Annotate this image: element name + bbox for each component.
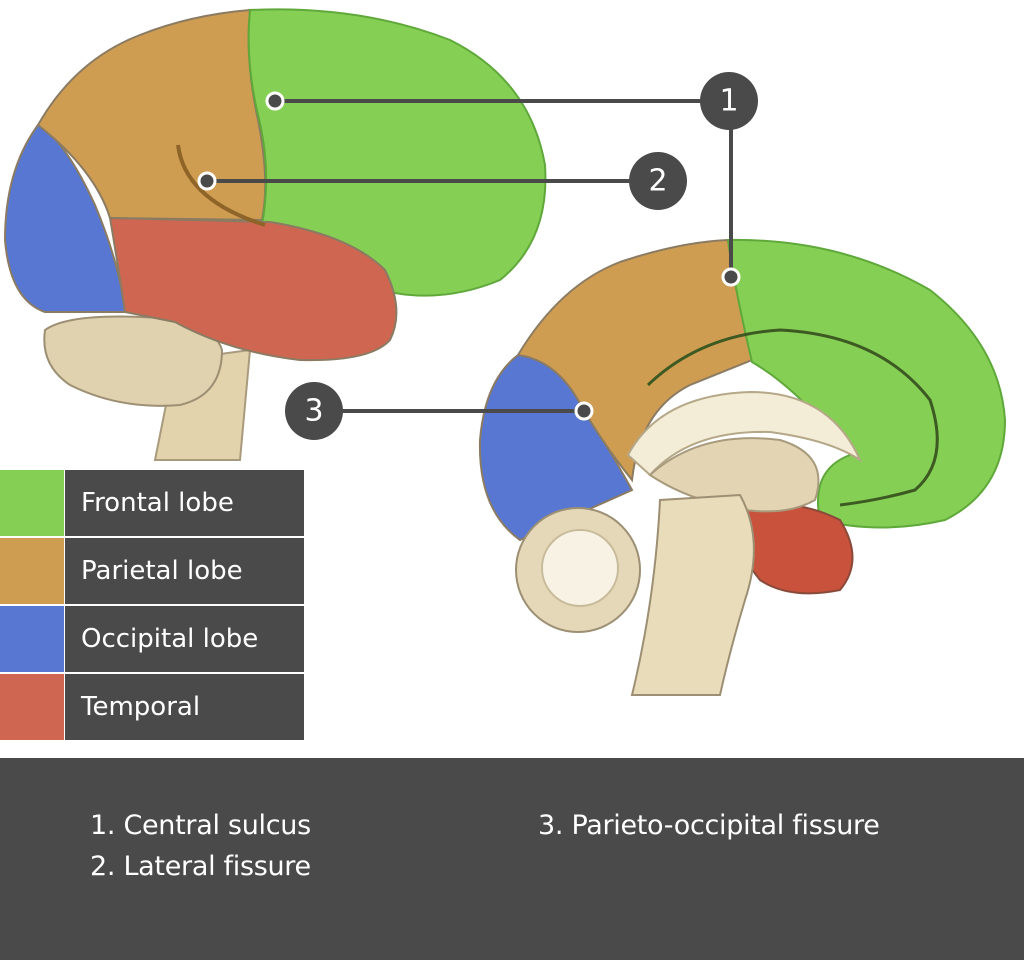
answer-key-item-1: 1. Central sulcus: [90, 810, 311, 841]
legend-item-frontal: Frontal lobe: [0, 470, 304, 536]
lateral-temporal-lobe: [108, 216, 398, 362]
legend-label: Parietal lobe: [64, 538, 304, 604]
brain-diagram: 1 2 3: [3, 8, 1007, 696]
callout-3: 3: [285, 382, 594, 440]
medial-brain-view: [478, 238, 1007, 696]
occipital-swatch: [0, 606, 64, 672]
callout-1: 1: [265, 72, 758, 287]
callout-3-anchor: [574, 401, 594, 421]
answer-key-item-2: 2. Lateral fissure: [90, 851, 311, 882]
corpus-callosum: [626, 390, 863, 477]
callout-1-anchor-lateral: [265, 91, 285, 111]
legend-label: Frontal lobe: [64, 470, 304, 536]
callout-2-number: 2: [648, 164, 667, 199]
lateral-occipital-lobe: [3, 123, 127, 313]
lateral-fissure-groove: [176, 144, 266, 227]
answer-key-item-3: 3. Parieto-occipital fissure: [538, 810, 880, 841]
frontal-swatch: [0, 470, 64, 536]
answer-key-panel: 1. Central sulcus 2. Lateral fissure 3. …: [0, 758, 1024, 960]
callout-2-anchor: [197, 171, 217, 191]
callout-3-badge[interactable]: [285, 382, 343, 440]
lateral-frontal-lobe: [247, 8, 547, 297]
legend-item-occipital: Occipital lobe: [0, 606, 304, 672]
medial-brainstem: [630, 493, 755, 696]
callout-1-number: 1: [719, 84, 738, 119]
lateral-brain-view: [3, 8, 547, 461]
arbor-vitae: [541, 529, 619, 607]
lateral-cerebellum: [43, 315, 224, 407]
legend-label: Occipital lobe: [64, 606, 304, 672]
legend-item-temporal: Temporal: [0, 674, 304, 740]
callout-1-anchor-medial: [721, 267, 741, 287]
temporal-swatch: [0, 674, 64, 740]
medial-temporal-pole: [738, 503, 854, 595]
callout-3-number: 3: [304, 394, 323, 429]
callout-2-badge[interactable]: [629, 152, 687, 210]
callout-1-badge[interactable]: [700, 72, 758, 130]
parietal-swatch: [0, 538, 64, 604]
lobe-legend: Frontal lobe Parietal lobe Occipital lob…: [0, 470, 304, 742]
legend-label: Temporal: [64, 674, 304, 740]
callout-2: 2: [197, 152, 687, 210]
legend-item-parietal: Parietal lobe: [0, 538, 304, 604]
cingulate-sulcus: [646, 328, 939, 507]
